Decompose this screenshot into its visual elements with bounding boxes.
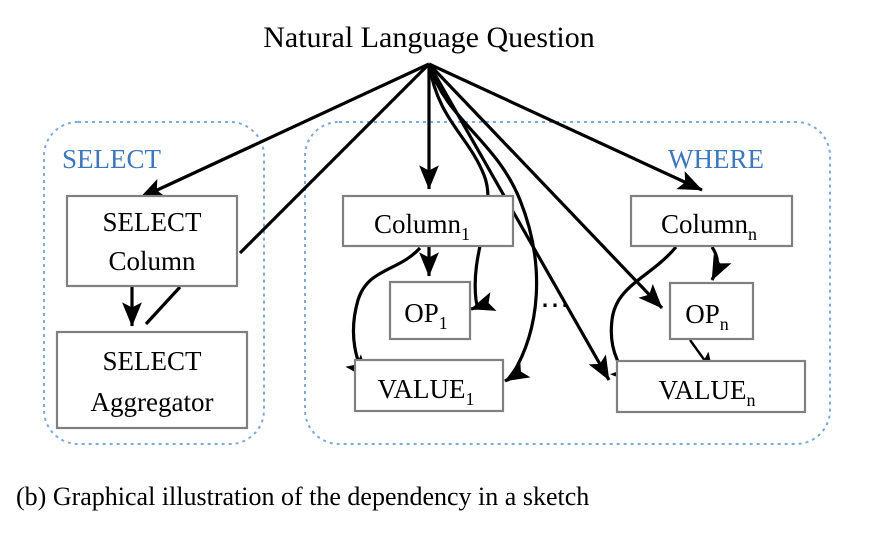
node-select-aggregator[interactable]: SELECT Aggregator xyxy=(55,330,249,430)
node-column-n-label: Column xyxy=(661,209,749,239)
svg-text:Columnn: Columnn xyxy=(661,209,757,244)
where-group-container xyxy=(304,121,831,445)
cluster-ellipsis: ⋯ xyxy=(540,289,572,322)
node-value-1-subscript: 1 xyxy=(466,389,475,409)
node-column-1-subscript: 1 xyxy=(461,224,470,244)
svg-text:Column1: Column1 xyxy=(374,209,470,244)
node-value-1[interactable]: VALUE1 xyxy=(353,358,505,413)
node-op-1-subscript: 1 xyxy=(439,313,448,333)
node-select-column-line2: Column xyxy=(108,246,196,276)
svg-text:VALUEn: VALUEn xyxy=(658,375,755,410)
edge-question-to-op-n xyxy=(427,62,664,310)
select-group-container xyxy=(43,121,265,445)
edge-column-n-to-op-n xyxy=(710,246,732,281)
svg-text:OP1: OP1 xyxy=(404,298,448,333)
node-select-column[interactable]: SELECT Column xyxy=(65,194,239,288)
node-column-n-subscript: n xyxy=(748,224,757,244)
node-op-1[interactable]: OP1 xyxy=(388,280,472,341)
figure-caption: (b) Graphical illustration of the depend… xyxy=(16,482,589,511)
node-select-aggregator-line1: SELECT xyxy=(103,346,203,376)
edge-question-to-column-n xyxy=(428,62,703,192)
node-value-n[interactable]: VALUEn xyxy=(615,359,807,414)
select-group-label: SELECT xyxy=(62,144,162,174)
node-op-n-label: OP xyxy=(685,299,720,329)
node-op-n[interactable]: OPn xyxy=(668,281,755,341)
node-select-aggregator-line2: Aggregator xyxy=(91,387,214,417)
svg-text:OPn: OPn xyxy=(685,299,729,334)
edge-select-column-to-aggregator-b xyxy=(144,285,182,326)
node-value-n-subscript: n xyxy=(747,390,756,410)
edge-question-to-select-column xyxy=(139,62,430,200)
edge-question-to-value-n xyxy=(427,63,611,381)
edge-question-to-value-1 xyxy=(427,63,539,383)
node-column-1[interactable]: Column1 xyxy=(341,194,515,248)
node-value-1-label: VALUE xyxy=(377,374,465,404)
figure-title: Natural Language Question xyxy=(263,21,595,54)
svg-text:VALUE1: VALUE1 xyxy=(377,374,474,409)
edge-question-to-op-1 xyxy=(427,63,497,311)
node-op-n-subscript: n xyxy=(720,314,729,334)
where-group-label: WHERE xyxy=(668,144,764,174)
node-value-n-label: VALUE xyxy=(658,375,746,405)
node-op-1-label: OP xyxy=(404,298,439,328)
node-column-n[interactable]: Columnn xyxy=(629,194,794,248)
node-select-column-line1: SELECT xyxy=(103,207,203,237)
node-column-1-label: Column xyxy=(374,209,462,239)
edge-question-to-select-column-b xyxy=(238,62,431,255)
